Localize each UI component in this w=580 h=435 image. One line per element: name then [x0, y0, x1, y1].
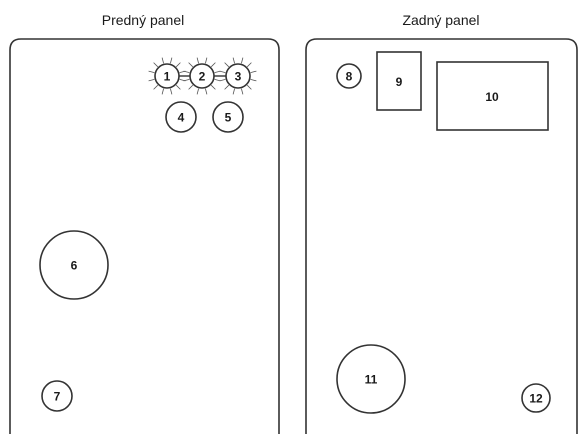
item-12: 12	[521, 383, 551, 413]
svg-text:9: 9	[396, 75, 403, 89]
led-3: 3	[225, 63, 251, 89]
front-panel-title: Predný panel	[102, 12, 185, 28]
item-8: 8	[336, 63, 362, 89]
svg-text:2: 2	[199, 70, 206, 84]
led-glow-rays	[148, 57, 257, 95]
svg-text:4: 4	[178, 111, 185, 125]
svg-text:6: 6	[71, 259, 78, 273]
connector-7: 7	[41, 380, 73, 412]
led-2: 2	[189, 63, 215, 89]
svg-text:7: 7	[54, 390, 61, 404]
item-10: 10	[436, 61, 549, 131]
connector-6: 6	[39, 230, 109, 300]
connector-5: 5	[212, 101, 244, 133]
svg-text:5: 5	[225, 111, 232, 125]
item-11: 11	[336, 344, 406, 414]
svg-text:8: 8	[346, 70, 353, 84]
svg-text:3: 3	[235, 70, 242, 84]
back-panel-title: Zadný panel	[402, 12, 479, 28]
item-9: 9	[376, 51, 422, 111]
led-1: 1	[154, 63, 180, 89]
svg-text:10: 10	[485, 90, 499, 104]
back-panel-outline	[305, 38, 578, 434]
front-panel-outline	[9, 38, 280, 434]
svg-text:12: 12	[529, 392, 543, 406]
connector-4: 4	[165, 101, 197, 133]
svg-text:11: 11	[365, 373, 378, 387]
svg-text:1: 1	[164, 70, 171, 84]
